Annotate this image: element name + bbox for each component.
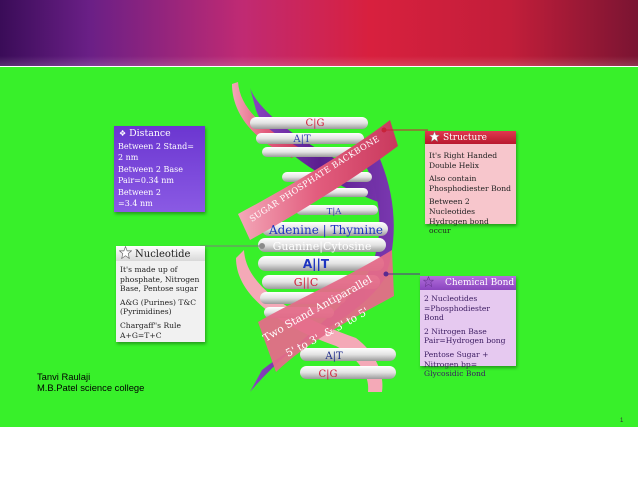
pair-label-9: C|G [318,369,337,380]
distance-card: ❖ Distance Between 2 Stand= 2 nm Between… [114,126,205,212]
nucleotide-item: A&G (Purines) T&C (Pyrimidines) [120,297,197,317]
pair-label-3: T|A [327,207,343,217]
distance-line: 2 nm [118,153,139,163]
nucleotide-header: Nucleotide [116,246,205,261]
nucleotide-item: Chargaff"s Rule A+G=T+C [120,320,181,340]
pair-label-4: Adenine | Thymine [268,223,383,237]
connector-dot [383,271,389,277]
author-credit: Tanvi Raulaji M.B.Patel science college [37,371,144,393]
rung [300,348,396,361]
rung [256,133,364,144]
star-icon [423,276,434,287]
nucleotide-body: It's made up of phosphate, Nitrogen Base… [116,261,205,347]
pair-label-1: C|G [305,118,324,129]
pair-label-2: A|T [292,134,311,145]
chemical-bond-title: Chemical Bond [445,278,515,288]
pair-label-5: Guanine|Cytosine [273,240,372,254]
chemical-bond-item: 2 Nitrogen Base Pair=Hydrogen bong [424,326,506,346]
rung [296,205,378,215]
chemical-bond-body: 2 Nucleotides =Phosphodiester Bond 2 Nit… [420,290,516,386]
distance-line: Between 2 Stand= [118,142,194,151]
pair-label-8: A|T [324,351,343,362]
antiparallel-band [258,250,394,372]
distance-title: Distance [129,128,171,139]
structure-item: It's Right Handed Double Helix [429,151,498,170]
rung [262,222,388,236]
structure-title: Structure [443,133,487,143]
chemical-bond-item: Pentose Sugar + Nitrogen bp= Glycosidic … [424,349,489,379]
connector-dot [381,127,387,133]
pair-label-7: G||C [294,276,319,290]
structure-body: It's Right Handed Double Helix Also cont… [425,144,516,243]
distance-title-row: ❖ Distance [114,126,205,140]
rung [258,238,386,252]
distance-line: Between 2 [118,187,161,197]
structure-item: Also contain Phosphodiester Bond [429,174,511,193]
nucleotide-card: Nucleotide It's made up of phosphate, Ni… [116,246,205,342]
purple-strand-lower [250,150,394,392]
rung [258,256,384,271]
distance-line: Between 2 Base [118,164,183,174]
chemical-bond-item: 2 Nucleotides =Phosphodiester Bond [424,294,491,323]
page-number: 1 [620,418,624,424]
nucleotide-title: Nucleotide [135,249,191,260]
distance-line: =3.4 nm [118,199,153,209]
pair-label-6: A||T [303,257,330,271]
title-banner [0,0,638,66]
chemical-bond-card: Chemical Bond 2 Nucleotides =Phosphodies… [420,276,516,378]
chemical-bond-header: Chemical Bond [420,276,516,290]
star-icon [119,246,132,259]
diamond-bullet-icon: ❖ [119,129,127,138]
sugar-phosphate-backbone [238,120,398,240]
star-icon [429,131,440,142]
distance-body: Between 2 Stand= 2 nm Between 2 Base Pai… [114,140,205,209]
distance-line: Pair=0.34 nm [118,176,174,186]
author-college: M.B.Patel science college [37,382,145,393]
rung [250,117,368,129]
structure-header: Structure [425,131,516,144]
connector-dot [259,243,265,249]
nucleotide-item: It's made up of phosphate, Nitrogen Base… [120,265,200,294]
author-name: Tanvi Raulaji [37,371,91,382]
structure-card: Structure It's Right Handed Double Helix… [425,131,516,235]
structure-item: Between 2 Nucleotides Hydrogen bond occu… [429,197,489,236]
rung [300,366,396,379]
